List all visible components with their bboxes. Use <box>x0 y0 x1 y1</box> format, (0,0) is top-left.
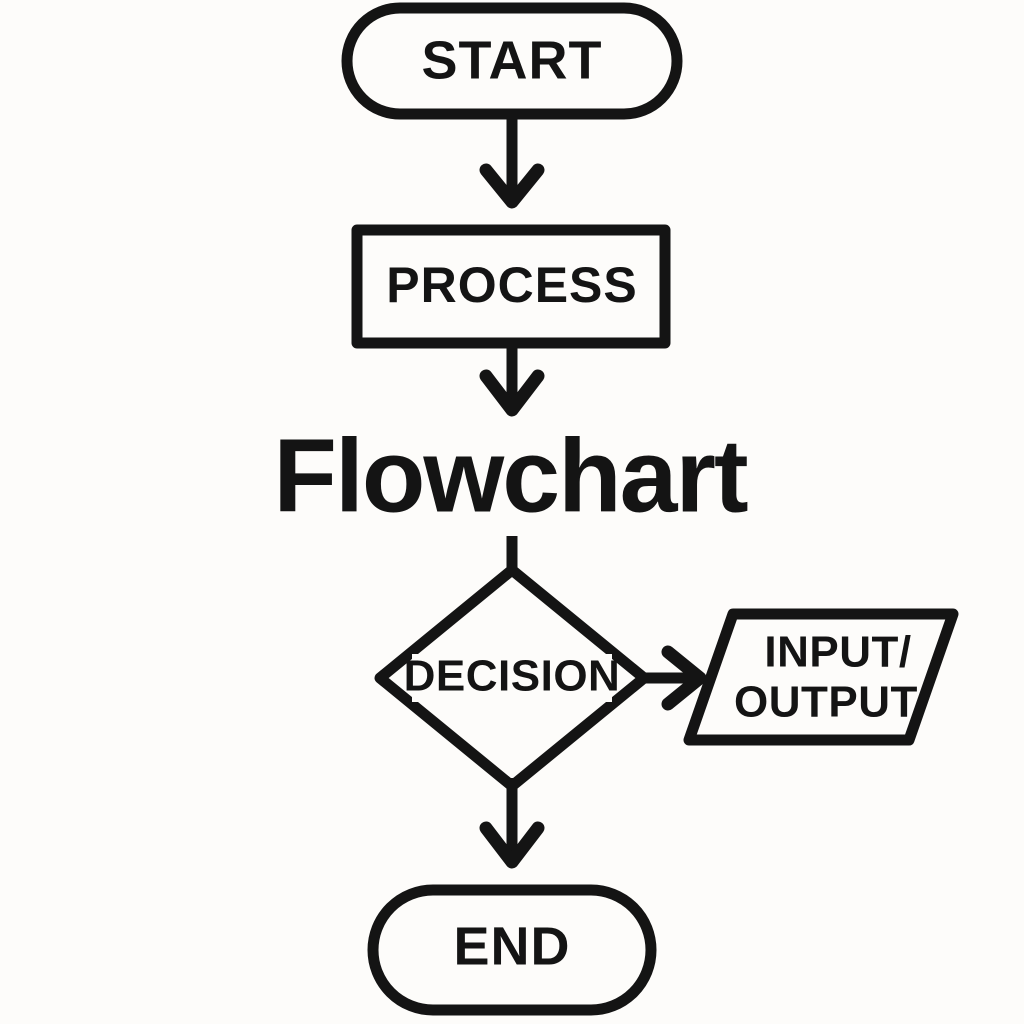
connector-process-to-title <box>479 348 545 417</box>
decision-node[interactable]: DECISION <box>374 564 650 792</box>
input-output-node-shape <box>683 608 959 746</box>
process-node-shape <box>351 224 671 349</box>
end-node-shape <box>367 884 657 1016</box>
input-output-node-label-line2: OUTPUT <box>734 678 918 727</box>
end-node[interactable]: END <box>367 884 657 1016</box>
arrowhead-down-icon <box>479 821 545 869</box>
title-backing <box>268 430 754 536</box>
start-node[interactable]: START <box>341 2 683 120</box>
arrowhead-down-icon <box>479 369 545 417</box>
connector-start-to-process <box>479 114 545 209</box>
input-output-node-label-line1: INPUT/ <box>764 628 911 677</box>
process-node-label: PROCESS <box>386 257 638 313</box>
diagram-title-group: Flowchart <box>268 418 754 536</box>
start-node-shape <box>341 2 683 120</box>
input-output-node[interactable]: INPUT/ OUTPUT <box>683 608 959 746</box>
end-node-label: END <box>453 916 570 976</box>
arrowhead-down-icon <box>479 163 545 209</box>
decision-label-backing <box>412 654 612 702</box>
decision-node-shape <box>374 564 650 792</box>
process-node[interactable]: PROCESS <box>351 224 671 349</box>
arrowhead-right-icon <box>661 645 707 711</box>
start-node-label: START <box>422 30 603 90</box>
page-title: Flowchart <box>273 418 748 534</box>
decision-node-label: DECISION <box>404 652 621 701</box>
